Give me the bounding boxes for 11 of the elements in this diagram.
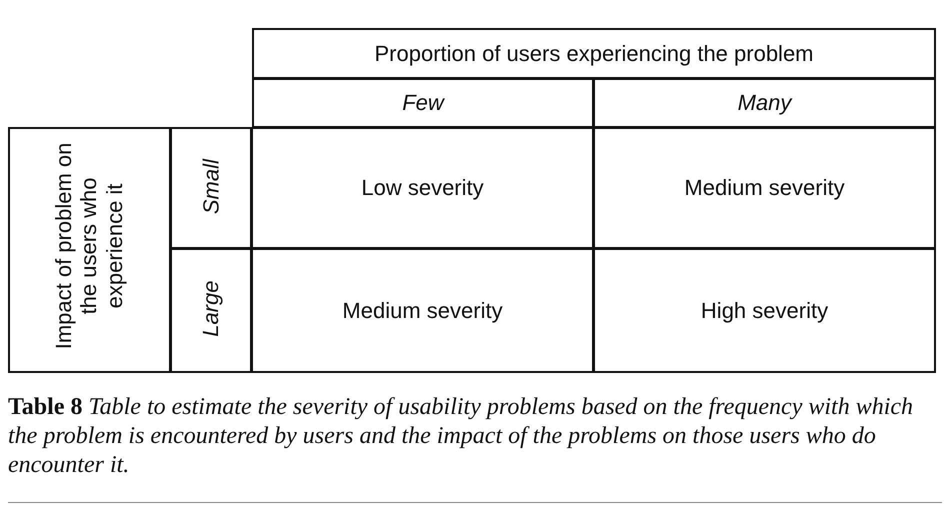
row-header-text: Small [198,158,224,216]
table-cell: High severity [593,248,936,373]
table-cell: Medium severity [593,127,936,249]
header-cell: Many [593,78,936,128]
table-cell: Medium severity [251,248,594,373]
header-cell: Few [252,78,594,128]
header-cell: Proportion of users experiencing the problem [252,28,936,79]
table-caption: Table 8 Table to estimate the severity of usability problems based on the frequency with which the problem is encountered by users and the impact of the problems on those users who do encounter it. [8,393,914,480]
axis-title: Impact of problem on the users who experience it [51,141,127,351]
row-header-text: Large [198,280,224,339]
table-cell: Low severity [251,127,594,249]
